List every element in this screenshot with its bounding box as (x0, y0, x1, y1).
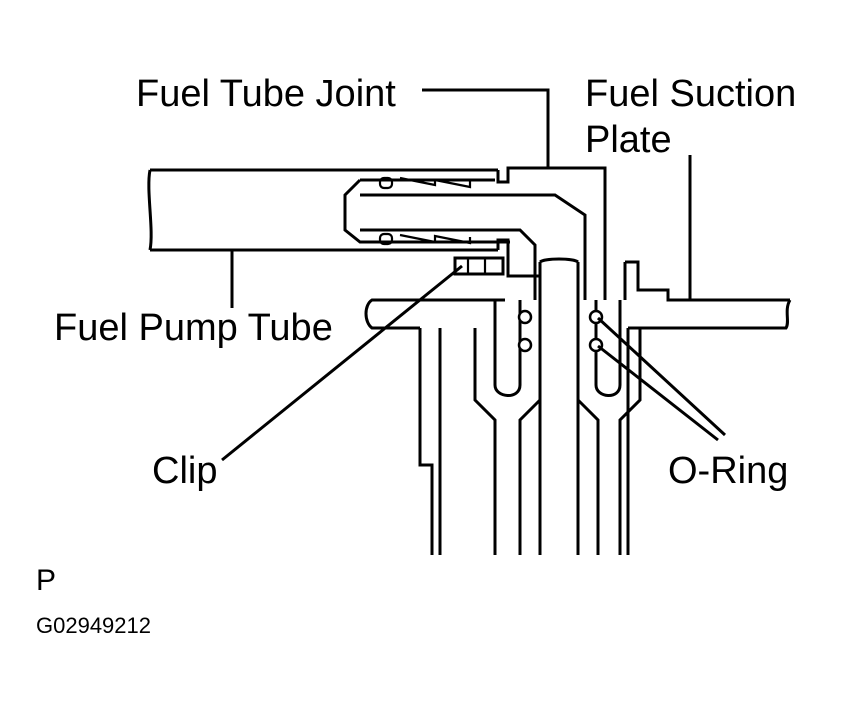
label-fuel-pump-tube: Fuel Pump Tube (54, 307, 333, 349)
corner-mark: P (36, 564, 56, 597)
label-fuel-suction-plate-2: Plate (585, 119, 672, 161)
leader-o-ring-2 (597, 344, 719, 442)
label-clip: Clip (152, 450, 217, 492)
figure-code: G02949212 (36, 613, 151, 638)
label-fuel-suction-plate-1: Fuel Suction (585, 73, 796, 115)
label-o-ring: O-Ring (668, 450, 788, 492)
clip-part (453, 256, 505, 276)
o-rings (517, 309, 604, 353)
o-ring-left-upper (517, 309, 533, 325)
fuel-pump-tube (147, 168, 498, 252)
fuel-suction-plate (364, 257, 792, 555)
fuel-tube-joint (343, 166, 607, 300)
leader-lines (221, 88, 727, 462)
leader-o-ring-1 (596, 316, 727, 437)
label-fuel-tube-joint: Fuel Tube Joint (136, 73, 396, 115)
leader-clip (221, 264, 463, 462)
leader-fuel-tube-joint (422, 88, 550, 168)
o-ring-left-lower (517, 337, 533, 353)
